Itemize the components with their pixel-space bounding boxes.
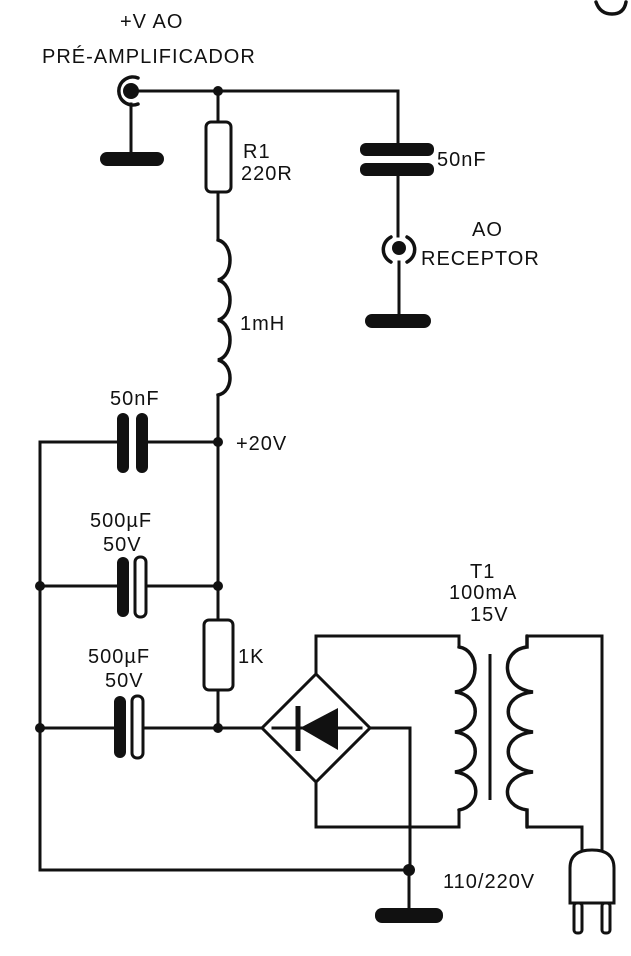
capacitor-bottom-plate xyxy=(360,163,434,176)
c-top-value-label: 50nF xyxy=(437,149,487,171)
r1-value-label: 220R xyxy=(241,163,293,185)
receptor-label-line1: AO xyxy=(472,219,503,241)
t1-name-label: T1 xyxy=(470,561,495,583)
ground-symbol-icon xyxy=(375,908,443,923)
capacitor-c1-plate-positive xyxy=(133,555,148,619)
transformer-t1-icon xyxy=(454,634,604,852)
supply-voltage-label: +20V xyxy=(236,433,287,455)
r1-name-label: R1 xyxy=(243,141,271,163)
figure-number-glyph xyxy=(594,0,628,16)
preamp-label-line2: PRÉ-AMPLIFICADOR xyxy=(42,45,256,68)
wire xyxy=(314,780,461,829)
junction-dot xyxy=(213,723,223,733)
junction-dot xyxy=(213,581,223,591)
t1-voltage-label: 15V xyxy=(470,604,509,626)
capacitor-c2-plate-positive xyxy=(130,694,145,760)
inductor-value-label: 1mH xyxy=(240,313,285,335)
capacitor-c2-plate-negative xyxy=(114,696,126,758)
diode-icon xyxy=(300,708,338,750)
resistor-r1 xyxy=(204,120,233,194)
c-filter-value-label: 50nF xyxy=(110,388,160,410)
receptor-label-line2: RECEPTOR xyxy=(421,248,540,270)
t1-current-label: 100mA xyxy=(449,582,517,604)
resistor-1k xyxy=(202,618,235,692)
capacitor-filter-plate-left xyxy=(117,413,129,473)
bridge-rectifier xyxy=(259,671,373,785)
capacitor-top-plate xyxy=(360,143,434,156)
receptor-jack-icon xyxy=(381,235,417,264)
c1-voltage-label: 50V xyxy=(103,534,142,556)
mains-plug-icon xyxy=(568,848,616,935)
ground-symbol-icon xyxy=(365,314,431,328)
capacitor-filter-plate-right xyxy=(136,413,148,473)
r2-value-label: 1K xyxy=(238,646,264,668)
inductor-1mh xyxy=(216,238,232,397)
wire xyxy=(314,634,461,676)
wire xyxy=(368,726,412,872)
mains-voltage-label: 110/220V xyxy=(443,871,535,893)
preamp-label-line1: +V AO xyxy=(120,11,183,33)
c2-voltage-label: 50V xyxy=(105,670,144,692)
c1-value-label: 500µF xyxy=(90,510,152,532)
junction-dot xyxy=(35,723,45,733)
preamp-jack-icon xyxy=(117,75,140,107)
capacitor-c1-plate-negative xyxy=(117,557,129,617)
ground-symbol-icon xyxy=(100,152,164,166)
junction-dot xyxy=(35,581,45,591)
c2-value-label: 500µF xyxy=(88,646,150,668)
